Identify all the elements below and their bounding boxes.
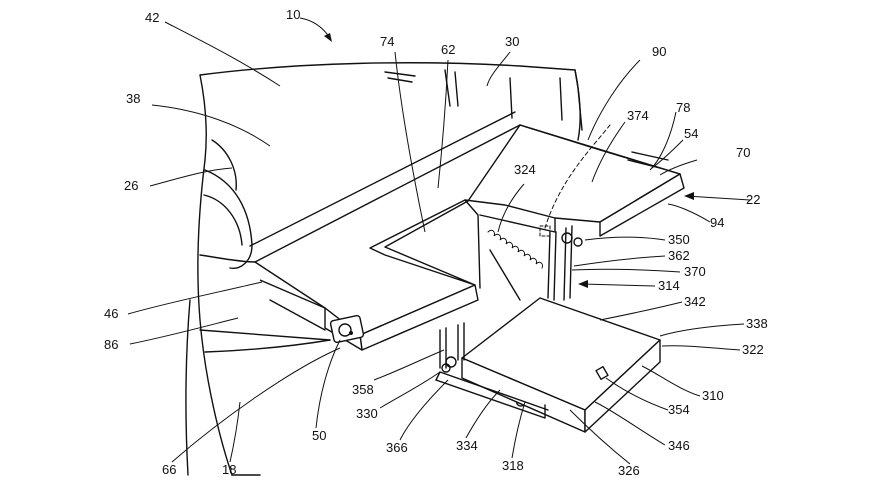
arrow-10 — [299, 17, 331, 39]
support-links — [439, 225, 583, 373]
label-54: 54 — [684, 126, 698, 141]
label-326: 326 — [618, 463, 640, 478]
label-46: 46 — [104, 306, 118, 321]
label-370: 370 — [684, 264, 706, 279]
label-314: 314 — [658, 278, 680, 293]
label-342: 342 — [684, 294, 706, 309]
label-350: 350 — [668, 232, 690, 247]
label-18: 18 — [222, 462, 236, 477]
label-70: 70 — [736, 145, 750, 160]
label-310: 310 — [702, 388, 724, 403]
label-358: 358 — [352, 382, 374, 397]
label-78: 78 — [676, 100, 690, 115]
label-86: 86 — [104, 337, 118, 352]
arc-374 — [544, 124, 611, 229]
label-338: 338 — [746, 316, 768, 331]
label-322: 322 — [742, 342, 764, 357]
label-10: 10 — [286, 7, 300, 22]
label-324: 324 — [514, 162, 536, 177]
reference-numerals: 10 42 74 62 30 90 38 374 78 54 70 26 324… — [104, 7, 768, 478]
lower-step — [435, 297, 661, 433]
label-362: 362 — [668, 248, 690, 263]
leader-lines — [127, 21, 751, 465]
label-30: 30 — [505, 34, 519, 49]
cam-50 — [329, 314, 365, 344]
label-94: 94 — [710, 215, 724, 230]
label-22: 22 — [746, 192, 760, 207]
vehicle-body — [185, 62, 583, 476]
label-26: 26 — [124, 178, 138, 193]
label-62: 62 — [441, 42, 455, 57]
arrowhead-22 — [684, 192, 694, 200]
spring-324 — [487, 229, 543, 269]
label-38: 38 — [126, 91, 140, 106]
label-354: 354 — [668, 402, 690, 417]
label-42: 42 — [145, 10, 159, 25]
arrowhead-314 — [578, 280, 588, 288]
label-374: 374 — [627, 108, 649, 123]
label-330: 330 — [356, 406, 378, 421]
arrowhead-10 — [324, 33, 332, 42]
label-318: 318 — [502, 458, 524, 473]
label-366: 366 — [386, 440, 408, 455]
label-334: 334 — [456, 438, 478, 453]
label-346: 346 — [668, 438, 690, 453]
label-90: 90 — [652, 44, 666, 59]
label-74: 74 — [380, 34, 394, 49]
label-50: 50 — [312, 428, 326, 443]
label-66: 66 — [162, 462, 176, 477]
